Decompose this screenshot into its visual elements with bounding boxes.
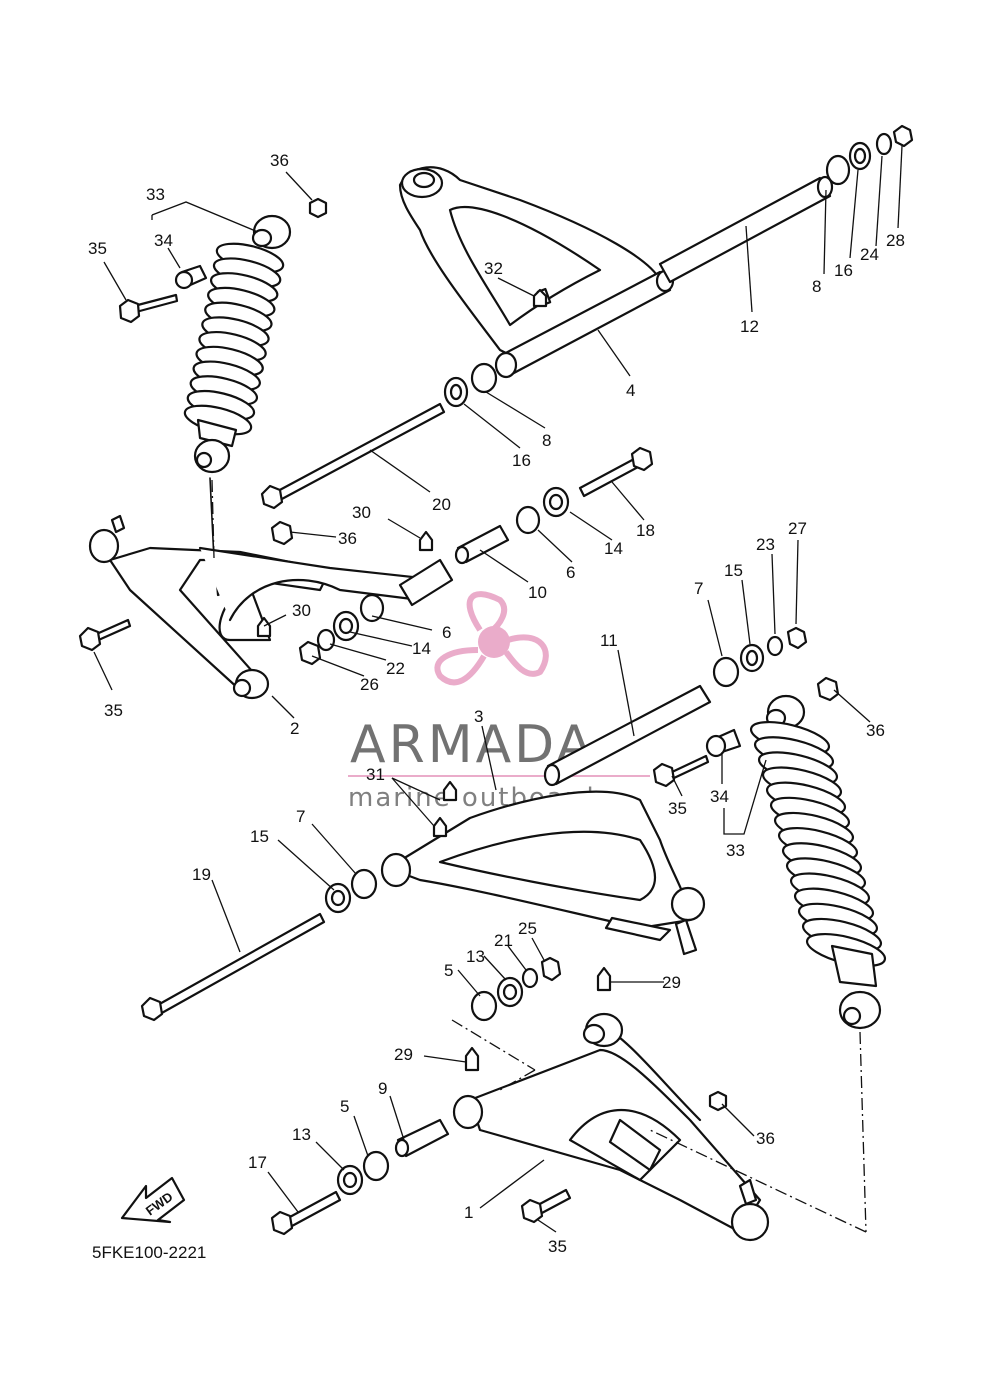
callout-8: 8 — [542, 431, 551, 450]
assembly-lines — [211, 479, 867, 1233]
diagram-code: 5FKE100-2221 — [92, 1243, 206, 1262]
upper-arm-4 — [398, 166, 675, 379]
callout-33: 33 — [726, 841, 745, 860]
shaft-12 — [658, 175, 834, 284]
callout-30: 30 — [352, 503, 371, 522]
callout-13: 13 — [466, 947, 485, 966]
bolt-17 — [270, 1190, 342, 1236]
nut-36-upper-left — [308, 197, 328, 219]
callout-13: 13 — [292, 1125, 311, 1144]
shaft-11 — [543, 684, 712, 787]
upper-arm-2 — [88, 514, 454, 700]
grease-nipple-30-b — [256, 616, 272, 638]
callout-17: 17 — [248, 1153, 267, 1172]
bolt-35-upper-left — [118, 293, 179, 324]
bolt-35-lower — [520, 1188, 572, 1224]
bolt-20 — [260, 402, 446, 510]
callout-15: 15 — [724, 561, 743, 580]
callout-8: 8 — [812, 277, 821, 296]
callout-6: 6 — [566, 563, 575, 582]
callout-5: 5 — [340, 1097, 349, 1116]
callout-20: 20 — [432, 495, 451, 514]
callout-14: 14 — [412, 639, 431, 658]
callout-35: 35 — [668, 799, 687, 818]
callout-14: 14 — [604, 539, 623, 558]
bushing-34-right — [705, 728, 742, 758]
callout-9: 9 — [378, 1079, 387, 1098]
callout-numbers: 36 33 34 35 32 4 12 8 16 24 28 8 16 20 1… — [88, 151, 905, 1256]
callout-32: 32 — [484, 259, 503, 278]
callout-3: 3 — [474, 707, 483, 726]
bushings-lower-right — [470, 956, 562, 1022]
callout-34: 34 — [154, 231, 173, 250]
bushings-upper-mid — [443, 362, 498, 408]
callout-18: 18 — [636, 521, 655, 540]
grease-nipple-32 — [532, 288, 548, 308]
bushings-7-15 — [324, 868, 378, 914]
callout-29: 29 — [394, 1045, 413, 1064]
callout-33: 33 — [146, 185, 165, 204]
callout-35: 35 — [548, 1237, 567, 1256]
callout-34: 34 — [710, 787, 729, 806]
callout-12: 12 — [740, 317, 759, 336]
lower-arm-1 — [452, 1012, 770, 1242]
callout-6: 6 — [442, 623, 451, 642]
callout-36: 36 — [866, 721, 885, 740]
bushings-6-14-mid — [298, 486, 570, 666]
shock-absorber-right — [749, 694, 887, 1030]
bushings-lower-left — [336, 1150, 390, 1196]
washers-right-mid — [712, 626, 808, 688]
callout-2: 2 — [290, 719, 299, 738]
bolt-18 — [578, 446, 654, 498]
nut-36-lower — [708, 1090, 728, 1112]
callout-25: 25 — [518, 919, 537, 938]
washers-right-top — [825, 124, 914, 186]
fwd-arrow: FWD — [120, 1176, 186, 1224]
callout-27: 27 — [788, 519, 807, 538]
grease-nipples-29 — [464, 966, 612, 1072]
collar-10 — [454, 524, 510, 565]
callout-23: 23 — [756, 535, 775, 554]
callout-16: 16 — [512, 451, 531, 470]
callout-11: 11 — [600, 631, 618, 650]
callout-16: 16 — [834, 261, 853, 280]
callout-4: 4 — [626, 381, 635, 400]
callout-30: 30 — [292, 601, 311, 620]
shock-absorber-upper-left — [183, 214, 292, 561]
bolt-19 — [140, 912, 326, 1022]
grease-nipple-31 — [432, 780, 458, 838]
leader-lines — [93, 145, 903, 1233]
callout-10: 10 — [528, 583, 547, 602]
callout-36: 36 — [338, 529, 357, 548]
callout-7: 7 — [296, 807, 305, 826]
callout-36: 36 — [756, 1129, 775, 1148]
lower-arm-3 — [380, 790, 706, 956]
nut-36-right — [816, 676, 840, 702]
callout-5: 5 — [444, 961, 453, 980]
nut-36-mid — [270, 520, 294, 546]
bolt-35-right — [652, 754, 710, 788]
callout-35: 35 — [88, 239, 107, 258]
callout-26: 26 — [360, 675, 379, 694]
callout-21: 21 — [494, 931, 513, 950]
propeller-logo — [434, 591, 549, 686]
callout-1: 1 — [464, 1203, 473, 1222]
grease-nipple-30-a — [418, 530, 434, 552]
callout-7: 7 — [694, 579, 703, 598]
callout-31: 31 — [366, 765, 385, 784]
callout-22: 22 — [386, 659, 405, 678]
callout-35: 35 — [104, 701, 123, 720]
callout-28: 28 — [886, 231, 905, 250]
collar-9 — [394, 1118, 450, 1158]
callout-36: 36 — [270, 151, 289, 170]
callout-29: 29 — [662, 973, 681, 992]
bolt-35-mid-left — [78, 618, 132, 652]
callout-15: 15 — [250, 827, 269, 846]
bushing-34-upper — [174, 264, 208, 290]
callout-19: 19 — [192, 865, 211, 884]
callout-24: 24 — [860, 245, 879, 264]
